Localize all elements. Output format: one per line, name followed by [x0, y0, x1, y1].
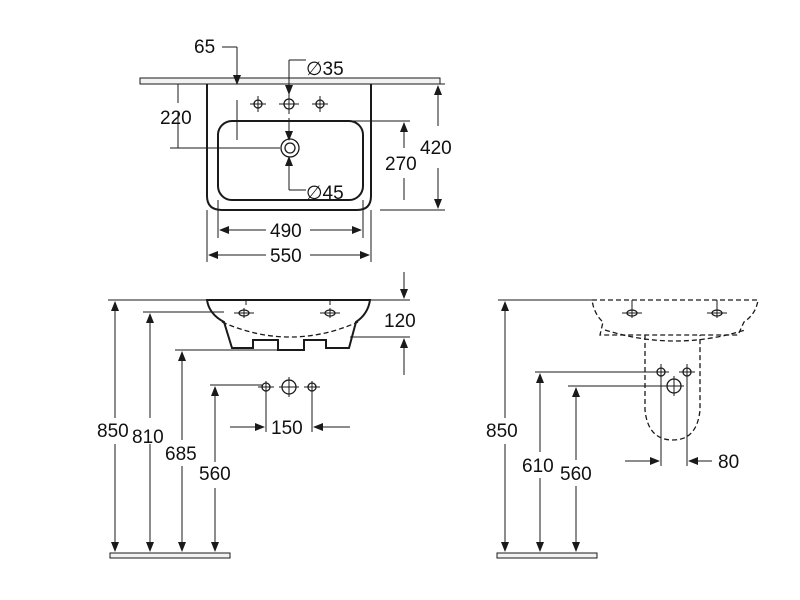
dim-80: 80	[718, 452, 739, 473]
pedestal-outline	[644, 335, 701, 441]
dim-850-front: 850	[97, 421, 129, 442]
floor-strip-right	[496, 552, 598, 559]
dim-610: 610	[522, 456, 554, 477]
dim-490: 490	[270, 221, 302, 242]
dim-65: 65	[194, 37, 215, 58]
drain-inner	[284, 142, 296, 154]
pedestal-supply	[653, 364, 695, 466]
wall-strip	[139, 77, 441, 85]
dim-150: 150	[271, 418, 303, 439]
dim-420: 420	[420, 138, 452, 159]
dim-560-front: 560	[199, 464, 231, 485]
pedestal-tap-holes	[622, 300, 727, 318]
dim-550: 550	[270, 246, 302, 267]
dim-270: 270	[385, 154, 417, 175]
dim-120: 120	[384, 311, 416, 332]
dim-diameter-45: ∅45	[306, 183, 344, 204]
pedestal-view: 850 610 560 80	[486, 299, 759, 559]
dim-diameter-35: ∅35	[306, 59, 344, 80]
top-view: 65 ∅35 220 420 270 ∅45 490	[139, 37, 452, 267]
tap-holes	[250, 94, 328, 114]
dim-810: 810	[132, 427, 164, 448]
pedestal-basin-outline	[591, 299, 759, 336]
floor-strip-left	[109, 552, 231, 559]
basin-outline	[206, 84, 372, 211]
basin-bowl	[217, 120, 364, 201]
front-view: 120 850 810 685 560	[97, 272, 416, 559]
bowl-hidden-line	[221, 321, 359, 338]
supply-connections	[258, 377, 320, 432]
drain-outer	[280, 138, 300, 158]
dim-220: 220	[160, 108, 192, 129]
dim-560-pedestal: 560	[560, 464, 592, 485]
front-tap-holes	[234, 300, 340, 318]
dim-850-pedestal: 850	[486, 421, 518, 442]
basin-front	[205, 299, 372, 351]
dim-685: 685	[165, 444, 197, 465]
pedestal-bowl-hidden	[604, 329, 746, 342]
